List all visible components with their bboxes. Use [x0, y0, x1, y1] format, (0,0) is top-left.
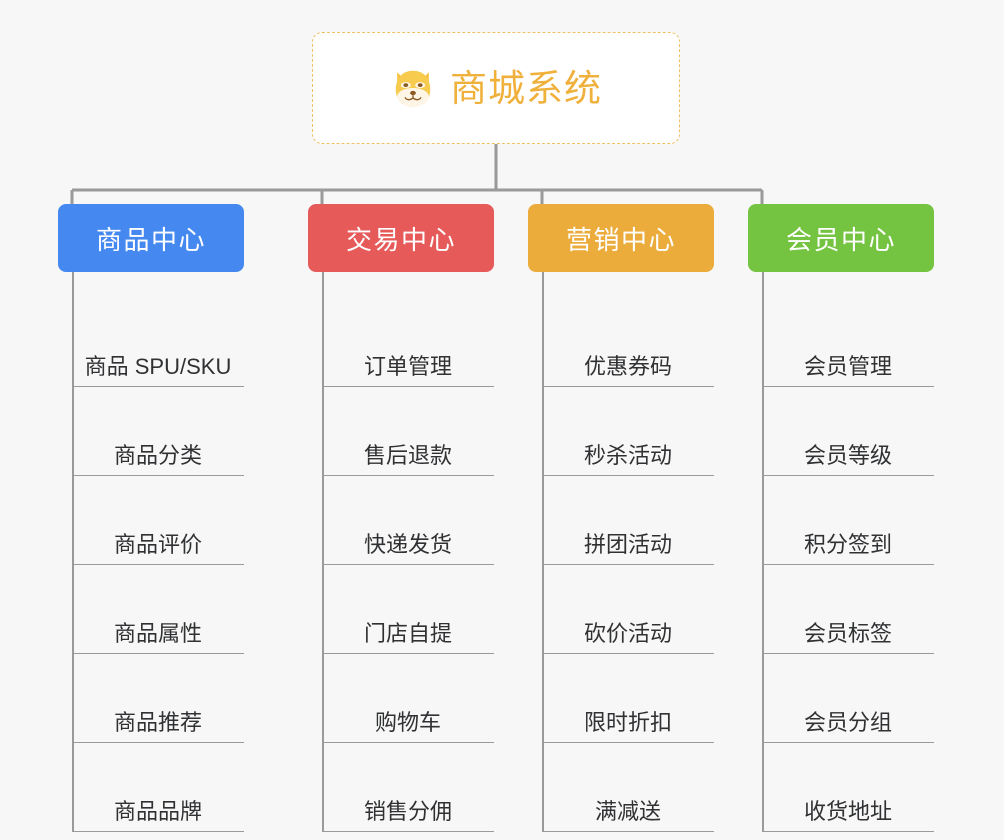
- leaf-label: 会员标签: [803, 620, 892, 646]
- leaf-label: 收货地址: [803, 798, 892, 824]
- branch-column-4: 会员中心会员管理会员等级积分签到会员标签会员分组收货地址: [748, 204, 934, 832]
- leaf-label: 会员分组: [803, 709, 892, 735]
- branch-spine-line: [762, 272, 764, 832]
- leaf-item[interactable]: 销售分佣: [322, 743, 494, 832]
- leaf-item[interactable]: 砍价活动: [542, 565, 714, 654]
- root-title: 商城系统: [450, 67, 602, 109]
- leaf-list: 优惠券码秒杀活动拼团活动砍价活动限时折扣满减送: [528, 272, 714, 832]
- leaf-label: 商品评价: [113, 531, 202, 557]
- leaf-item[interactable]: 收货地址: [762, 743, 934, 832]
- leaf-label: 满减送: [594, 798, 661, 824]
- leaf-label: 订单管理: [363, 353, 452, 379]
- leaf-item[interactable]: 商品品牌: [72, 743, 244, 832]
- leaf-label: 限时折扣: [583, 709, 672, 735]
- leaf-label: 优惠券码: [583, 353, 672, 379]
- leaf-item[interactable]: 订单管理: [322, 298, 494, 387]
- leaf-item[interactable]: 会员管理: [762, 298, 934, 387]
- leaf-label: 购物车: [374, 709, 441, 735]
- leaf-label: 砍价活动: [583, 620, 672, 646]
- leaf-label: 商品推荐: [113, 709, 202, 735]
- leaf-label: 积分签到: [803, 531, 892, 557]
- branch-column-1: 商品中心商品 SPU/SKU 商品分类商品评价商品属性商品推荐商品品牌: [58, 204, 244, 832]
- leaf-list: 订单管理售后退款快递发货门店自提购物车销售分佣: [308, 272, 494, 832]
- leaf-item[interactable]: 会员分组: [762, 654, 934, 743]
- leaf-label: 会员管理: [803, 353, 892, 379]
- leaf-item[interactable]: 会员等级: [762, 387, 934, 476]
- branch-spine-line: [322, 272, 324, 832]
- leaf-item[interactable]: 限时折扣: [542, 654, 714, 743]
- root-node[interactable]: 商城系统: [312, 32, 680, 144]
- leaf-item[interactable]: 商品分类: [72, 387, 244, 476]
- leaf-item[interactable]: 门店自提: [322, 565, 494, 654]
- leaf-item[interactable]: 购物车: [322, 654, 494, 743]
- branch-header[interactable]: 商品中心: [58, 204, 244, 272]
- leaf-item[interactable]: 商品推荐: [72, 654, 244, 743]
- leaf-label: 秒杀活动: [583, 442, 672, 468]
- leaf-label: 商品品牌: [113, 798, 202, 824]
- leaf-item[interactable]: 商品评价: [72, 476, 244, 565]
- leaf-label: 快递发货: [363, 531, 452, 557]
- branch-header[interactable]: 会员中心: [748, 204, 934, 272]
- branch-header[interactable]: 交易中心: [308, 204, 494, 272]
- leaf-item[interactable]: 会员标签: [762, 565, 934, 654]
- branch-header[interactable]: 营销中心: [528, 204, 714, 272]
- leaf-item[interactable]: 秒杀活动: [542, 387, 714, 476]
- leaf-label: 售后退款: [363, 442, 452, 468]
- leaf-item[interactable]: 积分签到: [762, 476, 934, 565]
- leaf-item[interactable]: 商品 SPU/SKU: [72, 298, 244, 387]
- leaf-item[interactable]: 快递发货: [322, 476, 494, 565]
- leaf-list: 会员管理会员等级积分签到会员标签会员分组收货地址: [748, 272, 934, 832]
- leaf-item[interactable]: 拼团活动: [542, 476, 714, 565]
- leaf-item[interactable]: 商品属性: [72, 565, 244, 654]
- leaf-item[interactable]: 满减送: [542, 743, 714, 832]
- leaf-label: 门店自提: [363, 620, 452, 646]
- branch-spine-line: [72, 272, 74, 832]
- leaf-label: 商品分类: [113, 442, 202, 468]
- leaf-label: 拼团活动: [583, 531, 672, 557]
- branch-column-3: 营销中心优惠券码秒杀活动拼团活动砍价活动限时折扣满减送: [528, 204, 714, 832]
- leaf-list: 商品 SPU/SKU 商品分类商品评价商品属性商品推荐商品品牌: [58, 272, 244, 832]
- leaf-item[interactable]: 优惠券码: [542, 298, 714, 387]
- leaf-item[interactable]: 售后退款: [322, 387, 494, 476]
- leaf-label: 会员等级: [803, 442, 892, 468]
- leaf-label: 销售分佣: [363, 798, 452, 824]
- leaf-label: 商品属性: [113, 620, 202, 646]
- dog-face-icon: [395, 70, 431, 107]
- branch-spine-line: [542, 272, 544, 832]
- branch-column-2: 交易中心订单管理售后退款快递发货门店自提购物车销售分佣: [308, 204, 494, 832]
- leaf-label: 商品 SPU/SKU: [84, 353, 232, 379]
